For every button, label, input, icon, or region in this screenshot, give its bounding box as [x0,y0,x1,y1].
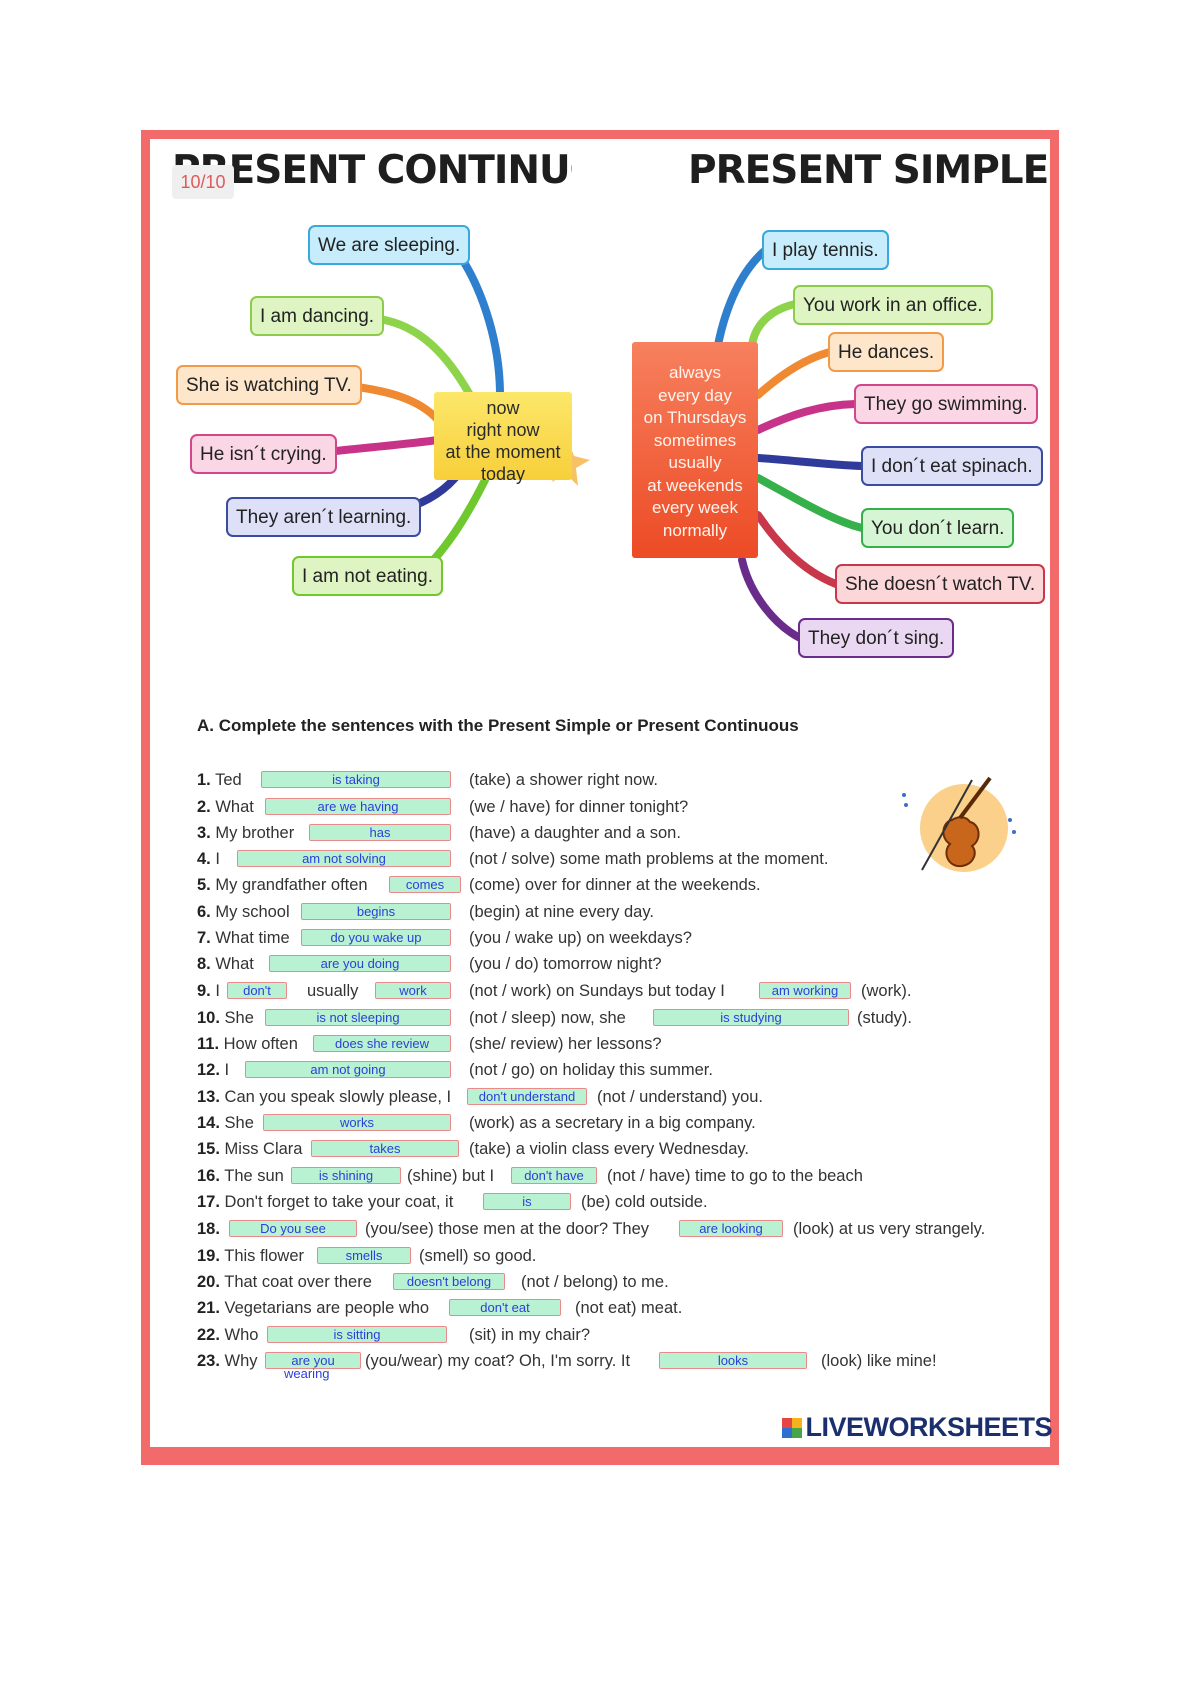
violin-icon [902,776,1016,872]
answer-field[interactable]: is shining [291,1167,401,1184]
heading-present-simple: PRESENT SIMPLE [688,148,1049,193]
answer-field[interactable]: don't understand [467,1088,587,1105]
brand-name: LIVEWORKSHEETS [805,1412,1052,1442]
exercise-line-6: 6. My school begins (begin) at nine ever… [197,903,654,921]
time-expression: every day [658,385,732,405]
answer-field[interactable]: comes [389,876,461,893]
liveworksheets-logo: LIVEWORKSHEETS [782,1412,1052,1443]
score-badge: 10/10 [172,165,234,199]
time-expression: now [486,398,520,418]
exercise-line-7: 7. What time do you wake up (you / wake … [197,929,692,947]
exercise-line-16: 16. The sun is shining (shine) but I don… [197,1167,863,1185]
answer-field[interactable]: has [309,824,451,841]
bubble-she-is-watching-tv: She is watching TV. [176,365,362,405]
exercise-line-10: 10. She is not sleeping (not / sleep) no… [197,1009,913,1027]
answer-field[interactable]: are you doing [269,955,451,972]
answer-field[interactable]: are you [265,1352,361,1369]
exercise-line-13: 13. Can you speak slowly please, I don't… [197,1088,764,1106]
exercise-title: A. Complete the sentences with the Prese… [197,716,799,735]
time-expression: today [480,464,526,484]
answer-field[interactable]: works [263,1114,451,1131]
exercise-line-2: 2. What are we having (we / have) for di… [197,798,689,816]
time-expression: right now [466,420,540,440]
time-expression: on Thursdays [643,408,747,427]
time-expression: usually [668,453,722,472]
exercise-line-21: 21. Vegetarians are people who don't eat… [197,1299,683,1317]
answer-overflow-text: wearing [284,1366,330,1381]
answer-field[interactable]: don't have [511,1167,597,1184]
answer-field[interactable]: takes [311,1140,459,1157]
exercise-line-4: 4. I am not solving (not / solve) some m… [197,850,829,868]
bubble-they-arent-learning: They aren´t learning. [226,497,422,537]
bubble-you-work-in-an-office: You work in an office. [793,285,993,325]
bubble-he-isnt-crying: He isn´t crying. [190,434,337,474]
bubble-they-go-swimming: They go swimming. [854,384,1038,424]
answer-field[interactable]: don't eat [449,1299,561,1316]
bubble-we-are-sleeping: We are sleeping. [308,225,471,265]
exercise-line-14: 14. She works (work) as a secretary in a… [197,1114,756,1132]
bubble-they-dont-sing: They don´t sing. [798,618,955,658]
heading-present-continuous: PRESENT CONTINUOUS [172,148,572,193]
exercise-line-19: 19. This flower smells (smell) so good. [197,1247,537,1265]
answer-field[interactable]: is studying [653,1009,849,1026]
time-expression: every week [652,498,738,517]
bubble-he-dances: He dances. [828,332,945,372]
answer-field[interactable]: is not sleeping [265,1009,451,1026]
time-expression: at weekends [647,475,743,495]
answer-field[interactable]: begins [301,903,451,920]
answer-field[interactable]: Do you see [229,1220,357,1237]
answer-field[interactable]: do you wake up [301,929,451,946]
exercise-line-23: 23. Why are you (you/wear) my coat? Oh, … [197,1352,937,1370]
time-expression: at the moment [445,442,561,462]
answer-field[interactable]: doesn't belong [393,1273,505,1290]
answer-field[interactable]: does she review [313,1035,451,1052]
answer-field[interactable]: is sitting [267,1326,447,1343]
bubble-i-dont-eat-spinach: I don´t eat spinach. [861,446,1043,486]
exercise-line-17: 17. Don't forget to take your coat, it i… [197,1193,708,1211]
exercise-line-3: 3. My brother has (have) a daughter and … [197,824,681,842]
exercise-line-9: 9. I don't usually work (not / work) on … [197,982,912,1000]
exercise-line-15: 15. Miss Clara takes (take) a violin cla… [197,1140,750,1158]
time-expression: normally [662,520,728,540]
answer-field[interactable]: looks [659,1352,807,1369]
answer-field[interactable]: work [375,982,451,999]
exercise-line-18: 18. Do you see (you/see) those men at th… [197,1220,986,1238]
answer-field[interactable]: am working [759,982,851,999]
bubble-i-am-dancing: I am dancing. [250,296,385,336]
simple-time-expressions: always every day on Thursdays sometimes … [632,342,758,558]
answer-field[interactable]: is taking [261,771,451,788]
answer-field[interactable]: am not going [245,1061,451,1078]
exercise-line-1: 1. Ted is taking (take) a shower right n… [197,771,658,789]
bubble-i-am-not-eating: I am not eating. [292,556,443,596]
answer-field[interactable]: don't [227,982,287,999]
answer-field[interactable]: smells [317,1247,411,1264]
exercise-line-20: 20. That coat over there doesn't belong … [197,1273,669,1291]
time-expression: always [669,363,721,382]
answer-field[interactable]: are we having [265,798,451,815]
exercise-line-11: 11. How often does she review (she/ revi… [197,1035,662,1053]
answer-field[interactable]: are looking [679,1220,783,1237]
brand-logo-icon [782,1418,803,1438]
exercise-line-12: 12. I am not going (not / go) on holiday… [197,1061,713,1079]
time-expression: sometimes [653,430,737,450]
answer-field[interactable]: am not solving [237,850,451,867]
exercise-line-8: 8. What are you doing (you / do) tomorro… [197,955,662,973]
bubble-you-dont-learn: You don´t learn. [861,508,1015,548]
bubble-she-doesnt-watch-tv: She doesn´t watch TV. [835,564,1046,604]
bubble-i-play-tennis: I play tennis. [762,230,889,270]
continuous-time-expressions: now right now at the moment today [434,392,572,484]
exercise-line-5: 5. My grandfather often comes (come) ove… [197,876,761,894]
exercise-line-22: 22. Who is sitting (sit) in my chair? [197,1326,591,1344]
answer-field[interactable]: is [483,1193,571,1210]
